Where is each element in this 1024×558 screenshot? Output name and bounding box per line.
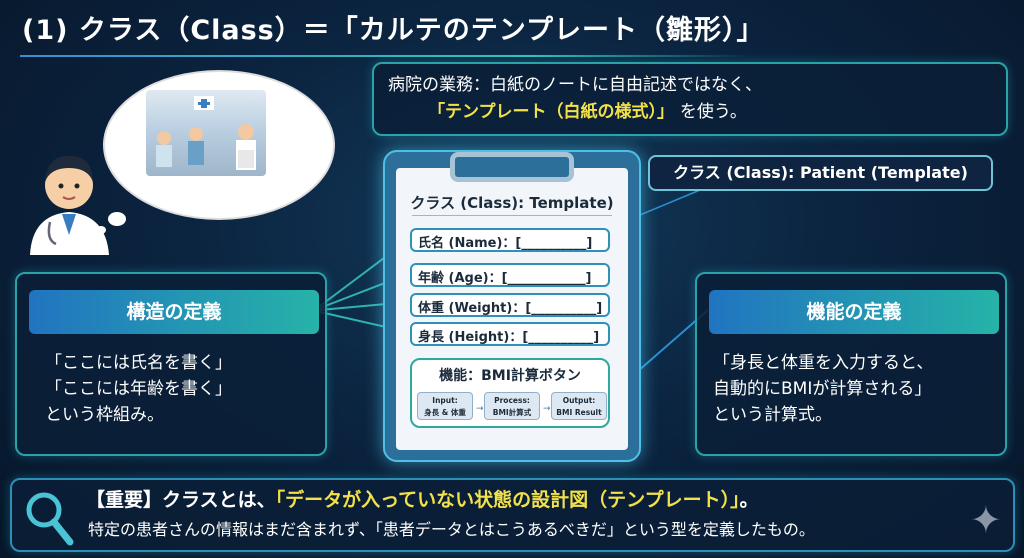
step-label: Input: [432,396,458,405]
important-note-line-2: 特定の患者さんの情報はまだ含まれず、「患者データとはこうあるべきだ」という型を定… [88,520,815,539]
function-header: 機能の定義 [709,290,999,334]
arrow-right-icon: → [543,404,551,414]
clipboard-title: クラス (Class): Template) [410,194,614,212]
step-detail: BMI計算式 [492,408,532,417]
sparkle-icon: ✦ [970,498,1002,542]
class-label: クラス (Class): Patient (Template) [648,155,993,191]
divider [412,215,612,216]
clipboard-clip [450,152,574,182]
bmi-function-title: 機能：BMI計算ボタン [439,368,581,384]
body-line: という枠組み。 [45,405,164,425]
callout-line-2: 「テンプレート（白紙の様式）」 を使う。 [388,99,992,126]
step-output: Output: BMI Result [551,392,607,420]
step-process: Process: BMI計算式 [484,392,540,420]
step-detail: BMI Result [556,408,602,417]
body-line: 自動的にBMIが計算される」 [713,379,932,399]
field-age: 年齢 (Age)：[____________] [410,263,610,287]
arrow-right-icon: → [476,404,484,414]
body-line: 「ここには年齢を書く」 [45,379,232,399]
callout-rest: を使う。 [679,102,747,122]
structure-body: 「ここには氏名を書く」 「ここには年齢を書く」 という枠組み。 [45,350,232,428]
field-height: 身長 (Height)：[__________] [410,322,610,346]
thought-bubble-dot [108,212,126,226]
page-title: (1) クラス（Class）＝「カルテのテンプレート（雛形）」 [22,15,765,46]
step-input: Input: 身長 & 体重 [417,392,473,420]
callout-highlight: 「テンプレート（白紙の様式）」 [428,102,674,122]
body-line: という計算式。 [713,405,832,425]
body-line: 「身長と体重を入力すると、 [713,353,934,373]
function-body: 「身長と体重を入力すると、 自動的にBMIが計算される」 という計算式。 [713,350,933,428]
structure-definition-panel: 構造の定義 「ここには氏名を書く」 「ここには年齢を書く」 という枠組み。 [15,272,327,456]
structure-header: 構造の定義 [29,290,319,334]
hospital-callout: 病院の業務：白紙のノートに自由記述ではなく、 「テンプレート（白紙の様式）」 を… [372,62,1008,136]
note-prefix: 【重要】クラスとは、 [86,489,276,511]
step-detail: 身長 & 体重 [424,408,466,417]
important-note-line-1: 【重要】クラスとは、「データが入っていない状態の設計図（テンプレート）」。 [86,485,759,512]
title-underline [20,55,750,57]
note-suffix: 。 [739,489,759,511]
field-name: 氏名 (Name)：[__________] [410,228,610,252]
hospital-scene-illustration [146,90,266,176]
function-definition-panel: 機能の定義 「身長と体重を入力すると、 自動的にBMIが計算される」 という計算… [695,272,1007,456]
step-label: Process: [494,396,530,405]
body-line: 「ここには氏名を書く」 [45,353,232,373]
important-note-box [10,478,1015,552]
magnifier-icon [26,492,74,546]
doctor-illustration [30,155,109,255]
step-label: Output: [562,396,596,405]
field-weight: 体重 (Weight)：[__________] [410,293,610,317]
callout-line-1: 病院の業務：白紙のノートに自由記述ではなく、 [388,75,762,95]
note-highlight: 「データが入っていない状態の設計図（テンプレート）」 [275,489,740,511]
